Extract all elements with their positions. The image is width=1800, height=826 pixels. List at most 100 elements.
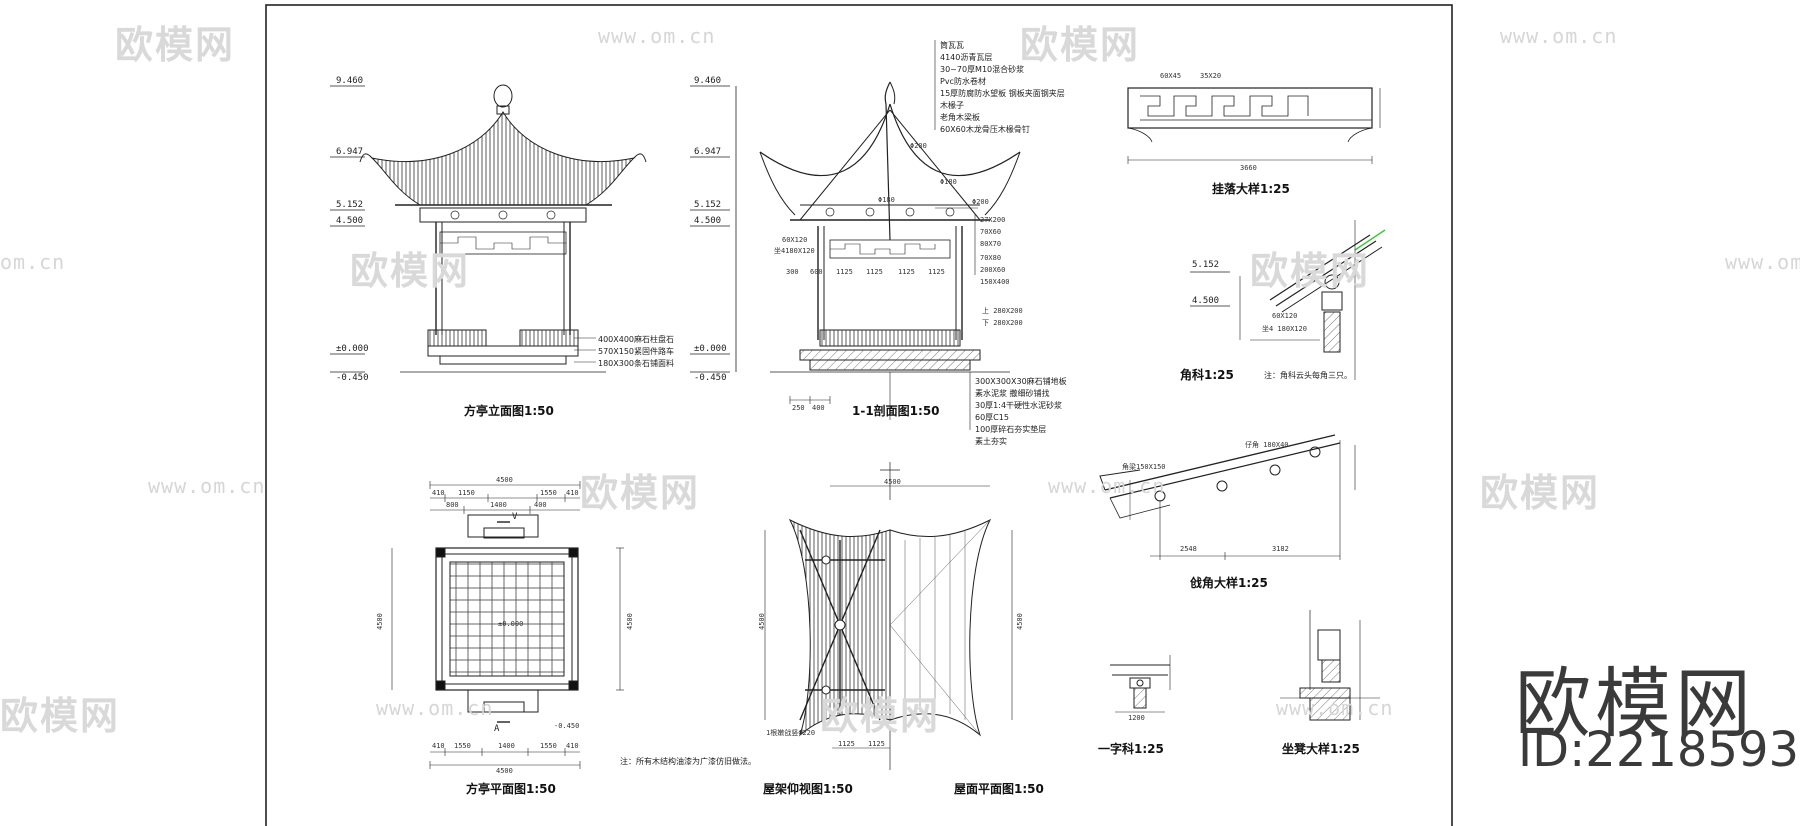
base-layer-note: 素水泥浆 撒细砂铺找 xyxy=(975,389,1050,398)
plan-dim: 1550 xyxy=(540,489,557,497)
model-id-label: ID:2218593 xyxy=(1518,722,1800,778)
watermark-logo: 欧模网 xyxy=(1480,471,1601,515)
plan-dim: 1150 xyxy=(458,489,475,497)
member-size: 坐4180X120 xyxy=(774,247,815,255)
roof-layer-note: 15厚防腐防水望板 钢板夹面钢夹层 xyxy=(940,89,1065,98)
corner-rafter-caption: 戗角大样1:25 xyxy=(1190,576,1268,590)
section-level: 5.152 xyxy=(694,200,722,210)
pavilion-section xyxy=(690,40,1021,430)
roof-frame-reflected-plan xyxy=(764,462,1013,770)
plan-dim: 4500 xyxy=(496,476,513,484)
plan-dim: 410 xyxy=(566,489,579,497)
bench-caption: 坐凳大样1:25 xyxy=(1282,742,1360,756)
section-caption: 1-1剖面图1:50 xyxy=(852,404,940,418)
fascia-dim: 3660 xyxy=(1240,164,1257,172)
corner-rafter-label: 角梁150X150 xyxy=(1122,463,1166,471)
plan-dim: 410 xyxy=(566,742,579,750)
pavilion-elevation xyxy=(330,84,647,373)
watermark-url: www.om.cn xyxy=(598,24,716,48)
section-dim: 1125 xyxy=(928,268,945,276)
corner-bracket-size: 坐4 180X120 xyxy=(1262,325,1307,333)
roof-frame-caption: 屋架仰视图1:50 xyxy=(763,782,853,796)
fascia-dim: 60X45 xyxy=(1160,72,1182,80)
plan-dim: 410 xyxy=(432,742,445,750)
plan-dim: 1400 xyxy=(490,501,507,509)
watermark-url: www.om.cn xyxy=(148,474,266,498)
elevation-note: 570X150紧固件路车 xyxy=(598,347,675,356)
elevation-note: 400X400麻石柱盘石 xyxy=(598,335,675,344)
plan-dim: 410 xyxy=(432,489,445,497)
elevation-caption: 方亭立面图1:50 xyxy=(464,404,554,418)
corner-rafter-label: 仔角 180X40 xyxy=(1245,441,1289,449)
plan-center-level: ±0.000 xyxy=(498,620,524,628)
section-dim: 1125 xyxy=(898,268,915,276)
roof-frame-dim: 4500 xyxy=(884,478,901,486)
base-layer-note: 300X300X30麻石铺地板 xyxy=(975,377,1067,386)
roof-layer-note: Pvc防水卷材 xyxy=(940,77,986,86)
plan-dim: 1400 xyxy=(498,742,515,750)
corner-rafter-dim: 3182 xyxy=(1272,545,1289,553)
section-level: 9.460 xyxy=(694,76,722,86)
elevation-note: 180X300条石铺面料 xyxy=(598,359,675,368)
section-dim: 600 xyxy=(810,268,823,276)
watermark-url: om.cn xyxy=(0,250,66,274)
plan-dim: 1550 xyxy=(454,742,471,750)
plan-dim: 4500 xyxy=(496,767,513,775)
plan-caption: 方亭平面图1:50 xyxy=(466,782,556,796)
roof-layer-note: 木椽子 xyxy=(940,101,964,110)
member-size: 70X60 xyxy=(980,228,1002,236)
section-dim: 1125 xyxy=(836,268,853,276)
base-layer-note: 100厚碎石夯实垫层 xyxy=(975,425,1047,434)
elevation-level: 9.460 xyxy=(336,76,364,86)
watermark-url: www.om.cn xyxy=(1500,24,1618,48)
section-dim: 1125 xyxy=(866,268,883,276)
elevation-level: 4.500 xyxy=(336,216,364,226)
section-level: ±0.000 xyxy=(694,344,727,354)
plan-dim: 800 xyxy=(446,501,459,509)
member-size: 上 280X200 xyxy=(982,307,1023,315)
roof-layer-note: 60X60木龙骨压木椽骨钉 xyxy=(940,125,1030,134)
brand-logo-text: 欧模网 xyxy=(1515,659,1755,748)
watermark-logo: 欧模网 xyxy=(580,471,701,515)
member-size: 下 280X200 xyxy=(982,319,1023,327)
corner-bracket-level: 4.500 xyxy=(1192,296,1220,306)
plan-outside-level: -0.450 xyxy=(554,722,580,730)
roof-plan-caption: 屋面平面图1:50 xyxy=(954,782,1044,796)
elevation-level: 6.947 xyxy=(336,147,364,157)
member-size: Φ180 xyxy=(878,196,895,204)
section-mark: V xyxy=(512,512,518,522)
section-level: 6.947 xyxy=(694,147,722,157)
base-layer-note: 60厚C15 xyxy=(975,413,1009,422)
member-size: 150X400 xyxy=(980,278,1010,286)
member-size: Φ180 xyxy=(940,178,957,186)
elevation-level: ±0.000 xyxy=(336,344,369,354)
member-size: 70X80 xyxy=(980,254,1002,262)
roof-layer-note: 30~70厚M10混合砂浆 xyxy=(940,65,1025,74)
member-size: Φ200 xyxy=(972,198,989,206)
single-bracket-dim: 1200 xyxy=(1128,714,1145,722)
fascia-detail xyxy=(1127,87,1381,164)
roof-frame-dim: 4500 xyxy=(758,613,766,630)
watermark-logo: 欧模网 xyxy=(115,23,236,67)
watermark-url: www.om.cn xyxy=(1048,474,1166,498)
watermark-logo: 欧模网 xyxy=(0,694,121,738)
base-layer-note: 素土夯实 xyxy=(975,437,1007,446)
roof-plan-dim: 4500 xyxy=(1016,613,1024,630)
corner-bracket-caption: 角科1:25 xyxy=(1180,368,1234,382)
corner-rafter-dim: 2548 xyxy=(1180,545,1197,553)
section-dim: 400 xyxy=(812,404,825,412)
corner-bracket-size: 60X120 xyxy=(1272,312,1298,320)
corner-rafter-detail xyxy=(1099,434,1356,560)
corner-bracket-detail xyxy=(1190,220,1386,380)
roof-layer-note: 老角木梁板 xyxy=(940,113,980,122)
member-size: 60X120 xyxy=(782,236,808,244)
roof-frame-label: 1根嫩戗竖Φ220 xyxy=(766,729,816,737)
watermark-url: www.om.cn xyxy=(1725,250,1800,274)
section-level: 4.500 xyxy=(694,216,722,226)
section-level: -0.450 xyxy=(694,373,727,383)
plan-general-note: 注：所有木结构油漆为广漆仿旧做法。 xyxy=(620,757,756,766)
plan-side-dim: 4500 xyxy=(626,613,634,630)
watermark-url: www.om.cn xyxy=(376,696,494,720)
